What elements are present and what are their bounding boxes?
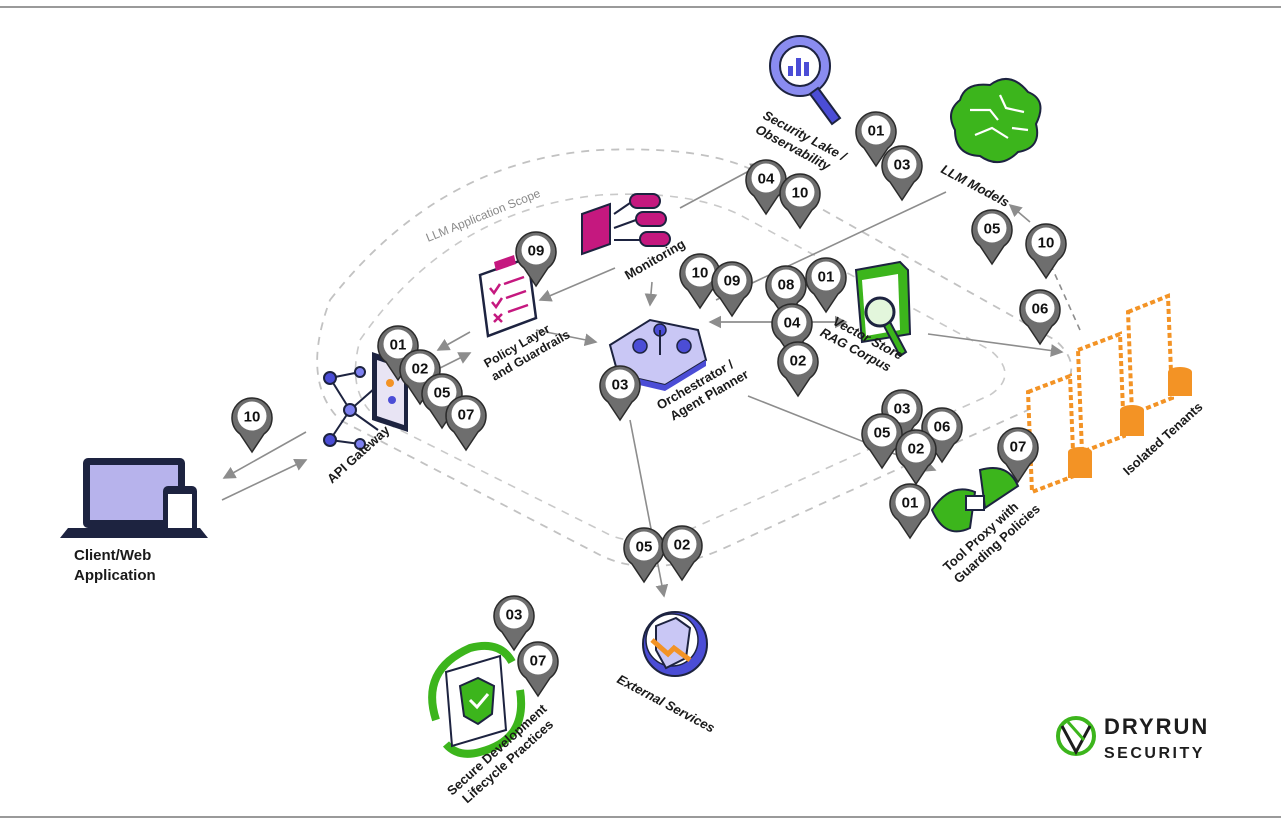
tool-proxy-icon xyxy=(930,467,1020,533)
arrow-monitoring-to-orchestrator xyxy=(644,281,658,307)
arrow-policy-to-orchestrator xyxy=(535,329,598,347)
pin-orch-03: 03 xyxy=(599,365,641,421)
top-border-line xyxy=(0,6,1281,8)
pin-mon-04: 04 xyxy=(745,159,787,215)
svg-text:08: 08 xyxy=(778,277,795,294)
pin-policy-09: 09 xyxy=(515,231,557,287)
svg-text:07: 07 xyxy=(1010,439,1027,456)
tenant-chip-icons xyxy=(1025,293,1192,495)
arrow-llm-return xyxy=(1008,203,1031,223)
phone-icon xyxy=(163,486,197,538)
pin-tool-06: 06 xyxy=(921,407,963,463)
svg-text:03: 03 xyxy=(894,157,911,174)
checklist-icon xyxy=(478,255,538,338)
svg-text:03: 03 xyxy=(506,607,523,624)
pin-tool-07: 07 xyxy=(997,427,1039,483)
arrow-policy-to-gateway xyxy=(436,331,471,351)
pin-llm-05: 05 xyxy=(971,209,1013,265)
logo-line1: DRYRUN xyxy=(1104,714,1209,739)
svg-text:02: 02 xyxy=(790,353,807,370)
external-services-label: External Services xyxy=(615,671,718,735)
svg-text:09: 09 xyxy=(528,243,545,260)
brain-icon xyxy=(950,77,1042,163)
svg-text:04: 04 xyxy=(784,315,801,332)
arrow-orchestrator-to-external xyxy=(629,419,669,598)
pin-sdlc-07: 07 xyxy=(517,641,559,697)
pin-tool-03: 03 xyxy=(881,389,923,445)
sdlc-shield-icon xyxy=(428,641,526,758)
bottom-border-line xyxy=(0,816,1281,818)
svg-text:10: 10 xyxy=(244,409,261,426)
pin-vec-01: 01 xyxy=(805,257,847,313)
pins-layer: 10 01 02 05 07 09 01 03 xyxy=(231,111,1067,697)
svg-text:06: 06 xyxy=(934,419,951,436)
pin-orch-09: 09 xyxy=(711,261,753,317)
arrow-client-to-gateway xyxy=(221,459,308,501)
external-shield-icon xyxy=(642,611,708,677)
pin-gw-01: 01 xyxy=(377,325,419,381)
pin-llm-10: 10 xyxy=(1025,223,1067,279)
svg-text:10: 10 xyxy=(692,265,709,282)
tenant-chip-middle xyxy=(1075,331,1144,455)
pin-vec-02: 02 xyxy=(777,341,819,397)
pin-tool-05: 05 xyxy=(861,413,903,469)
pin-ext-02: 02 xyxy=(661,525,703,581)
svg-text:02: 02 xyxy=(674,537,691,554)
svg-text:03: 03 xyxy=(612,377,629,394)
pin-tenant-06: 06 xyxy=(1019,289,1061,345)
svg-text:03: 03 xyxy=(894,401,911,418)
svg-text:06: 06 xyxy=(1032,301,1049,318)
svg-text:01: 01 xyxy=(902,495,919,512)
svg-text:01: 01 xyxy=(818,269,835,286)
arrow-monitoring-to-policy xyxy=(538,267,616,302)
svg-text:02: 02 xyxy=(412,361,429,378)
magnifier-chart-icon xyxy=(769,35,842,126)
line-tenants-to-llm xyxy=(1043,249,1081,331)
pin-tool-02: 02 xyxy=(895,429,937,485)
pin-lake-03: 03 xyxy=(881,145,923,201)
svg-text:05: 05 xyxy=(434,385,451,402)
pin-orch-10: 10 xyxy=(679,253,721,309)
pin-gw-02: 02 xyxy=(399,349,441,405)
pin-vec-04: 04 xyxy=(771,303,813,359)
pin-client-10: 10 xyxy=(231,397,273,453)
dryrun-logo: DRYRUN SECURITY xyxy=(1056,714,1209,762)
tenant-chip-front xyxy=(1025,373,1092,495)
document-search-icon xyxy=(854,260,912,358)
svg-text:05: 05 xyxy=(636,539,653,556)
llm-models-label: LLM Models xyxy=(939,161,1012,210)
pin-sdlc-03: 03 xyxy=(493,595,535,651)
pin-tool-01: 01 xyxy=(889,483,931,539)
network-icon xyxy=(323,366,379,450)
pin-ext-05: 05 xyxy=(623,527,665,583)
svg-text:07: 07 xyxy=(458,407,475,424)
pin-gw-07: 07 xyxy=(445,395,487,451)
client-label: Client/Web Application xyxy=(74,547,156,584)
line-orchestrator-to-llm xyxy=(715,191,947,301)
logo-line2: SECURITY xyxy=(1104,745,1205,762)
monitoring-icon xyxy=(581,193,671,256)
svg-text:01: 01 xyxy=(868,123,885,140)
api-gateway-label: API Gateway xyxy=(324,422,393,486)
dryrun-logo-icon xyxy=(1056,716,1096,756)
tenant-chip-back xyxy=(1125,293,1192,417)
svg-text:02: 02 xyxy=(908,441,925,458)
pin-lake-01: 01 xyxy=(855,111,897,167)
svg-text:10: 10 xyxy=(792,185,809,202)
svg-text:07: 07 xyxy=(530,653,547,670)
svg-text:10: 10 xyxy=(1038,235,1055,252)
svg-text:05: 05 xyxy=(874,425,891,442)
svg-text:05: 05 xyxy=(984,221,1001,238)
svg-text:01: 01 xyxy=(390,337,407,354)
arrow-vector-to-tenants xyxy=(927,333,1064,357)
svg-text:04: 04 xyxy=(758,171,775,188)
svg-text:09: 09 xyxy=(724,273,741,290)
pin-mon-10: 10 xyxy=(779,173,821,229)
scope-boundary-inner xyxy=(354,193,1006,542)
arrow-gateway-to-client xyxy=(222,431,307,479)
pin-vec-08: 08 xyxy=(765,265,807,321)
pin-gw-05: 05 xyxy=(421,373,463,429)
